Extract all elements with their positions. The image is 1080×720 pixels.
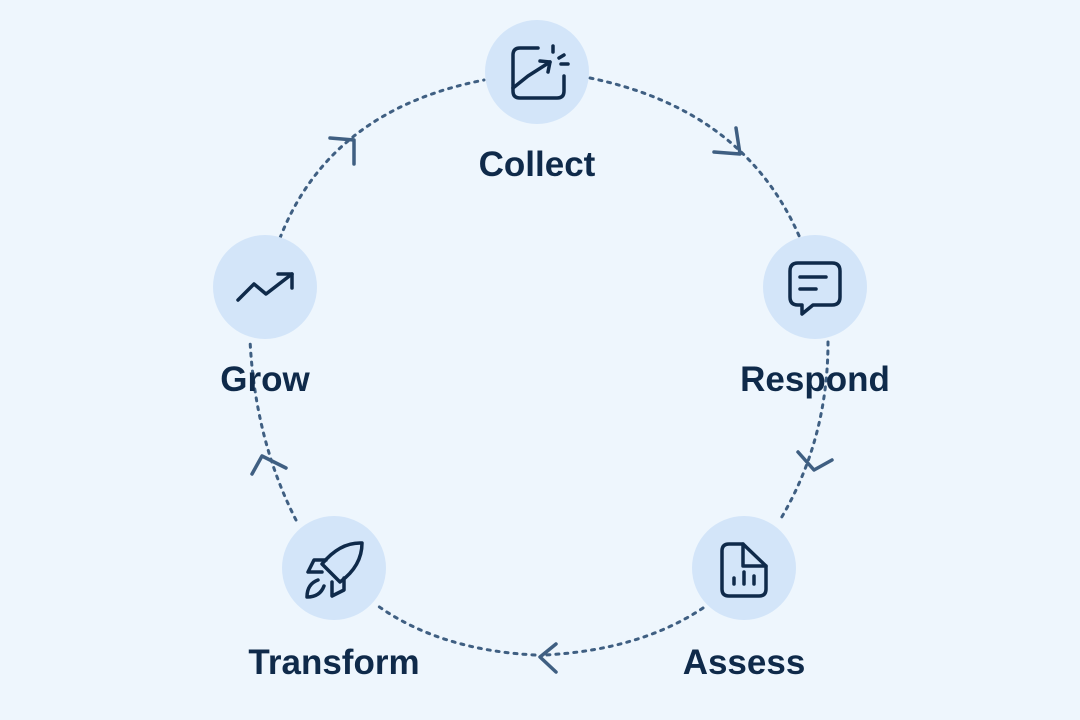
arrow-assess-transform: [538, 642, 558, 674]
node-respond: Respond: [740, 235, 890, 399]
arrow-respond-assess: [796, 450, 834, 472]
node-transform: Transform: [248, 516, 420, 682]
chat-message-icon: [788, 261, 842, 316]
node-transform-circle: [282, 516, 386, 620]
arrow-collect-respond: [712, 126, 742, 156]
node-assess-circle: [692, 516, 796, 620]
report-document-icon: [720, 542, 768, 598]
trend-up-icon: [236, 272, 294, 302]
node-assess: Assess: [683, 516, 806, 682]
node-respond-label: Respond: [740, 360, 890, 399]
cycle-arrows: [250, 126, 834, 674]
cycle-ring: [248, 76, 830, 657]
node-respond-circle: [763, 235, 867, 339]
node-grow: Grow: [213, 235, 317, 399]
node-assess-label: Assess: [683, 643, 806, 682]
chart-spark-icon: [511, 44, 570, 100]
arrow-grow-collect: [328, 136, 356, 166]
node-grow-circle: [213, 235, 317, 339]
arrow-transform-grow: [250, 454, 288, 476]
node-transform-label: Transform: [248, 643, 419, 682]
node-grow-label: Grow: [220, 360, 310, 399]
node-collect-label: Collect: [479, 145, 596, 184]
node-collect: Collect: [479, 20, 596, 184]
rocket-icon: [305, 541, 364, 599]
